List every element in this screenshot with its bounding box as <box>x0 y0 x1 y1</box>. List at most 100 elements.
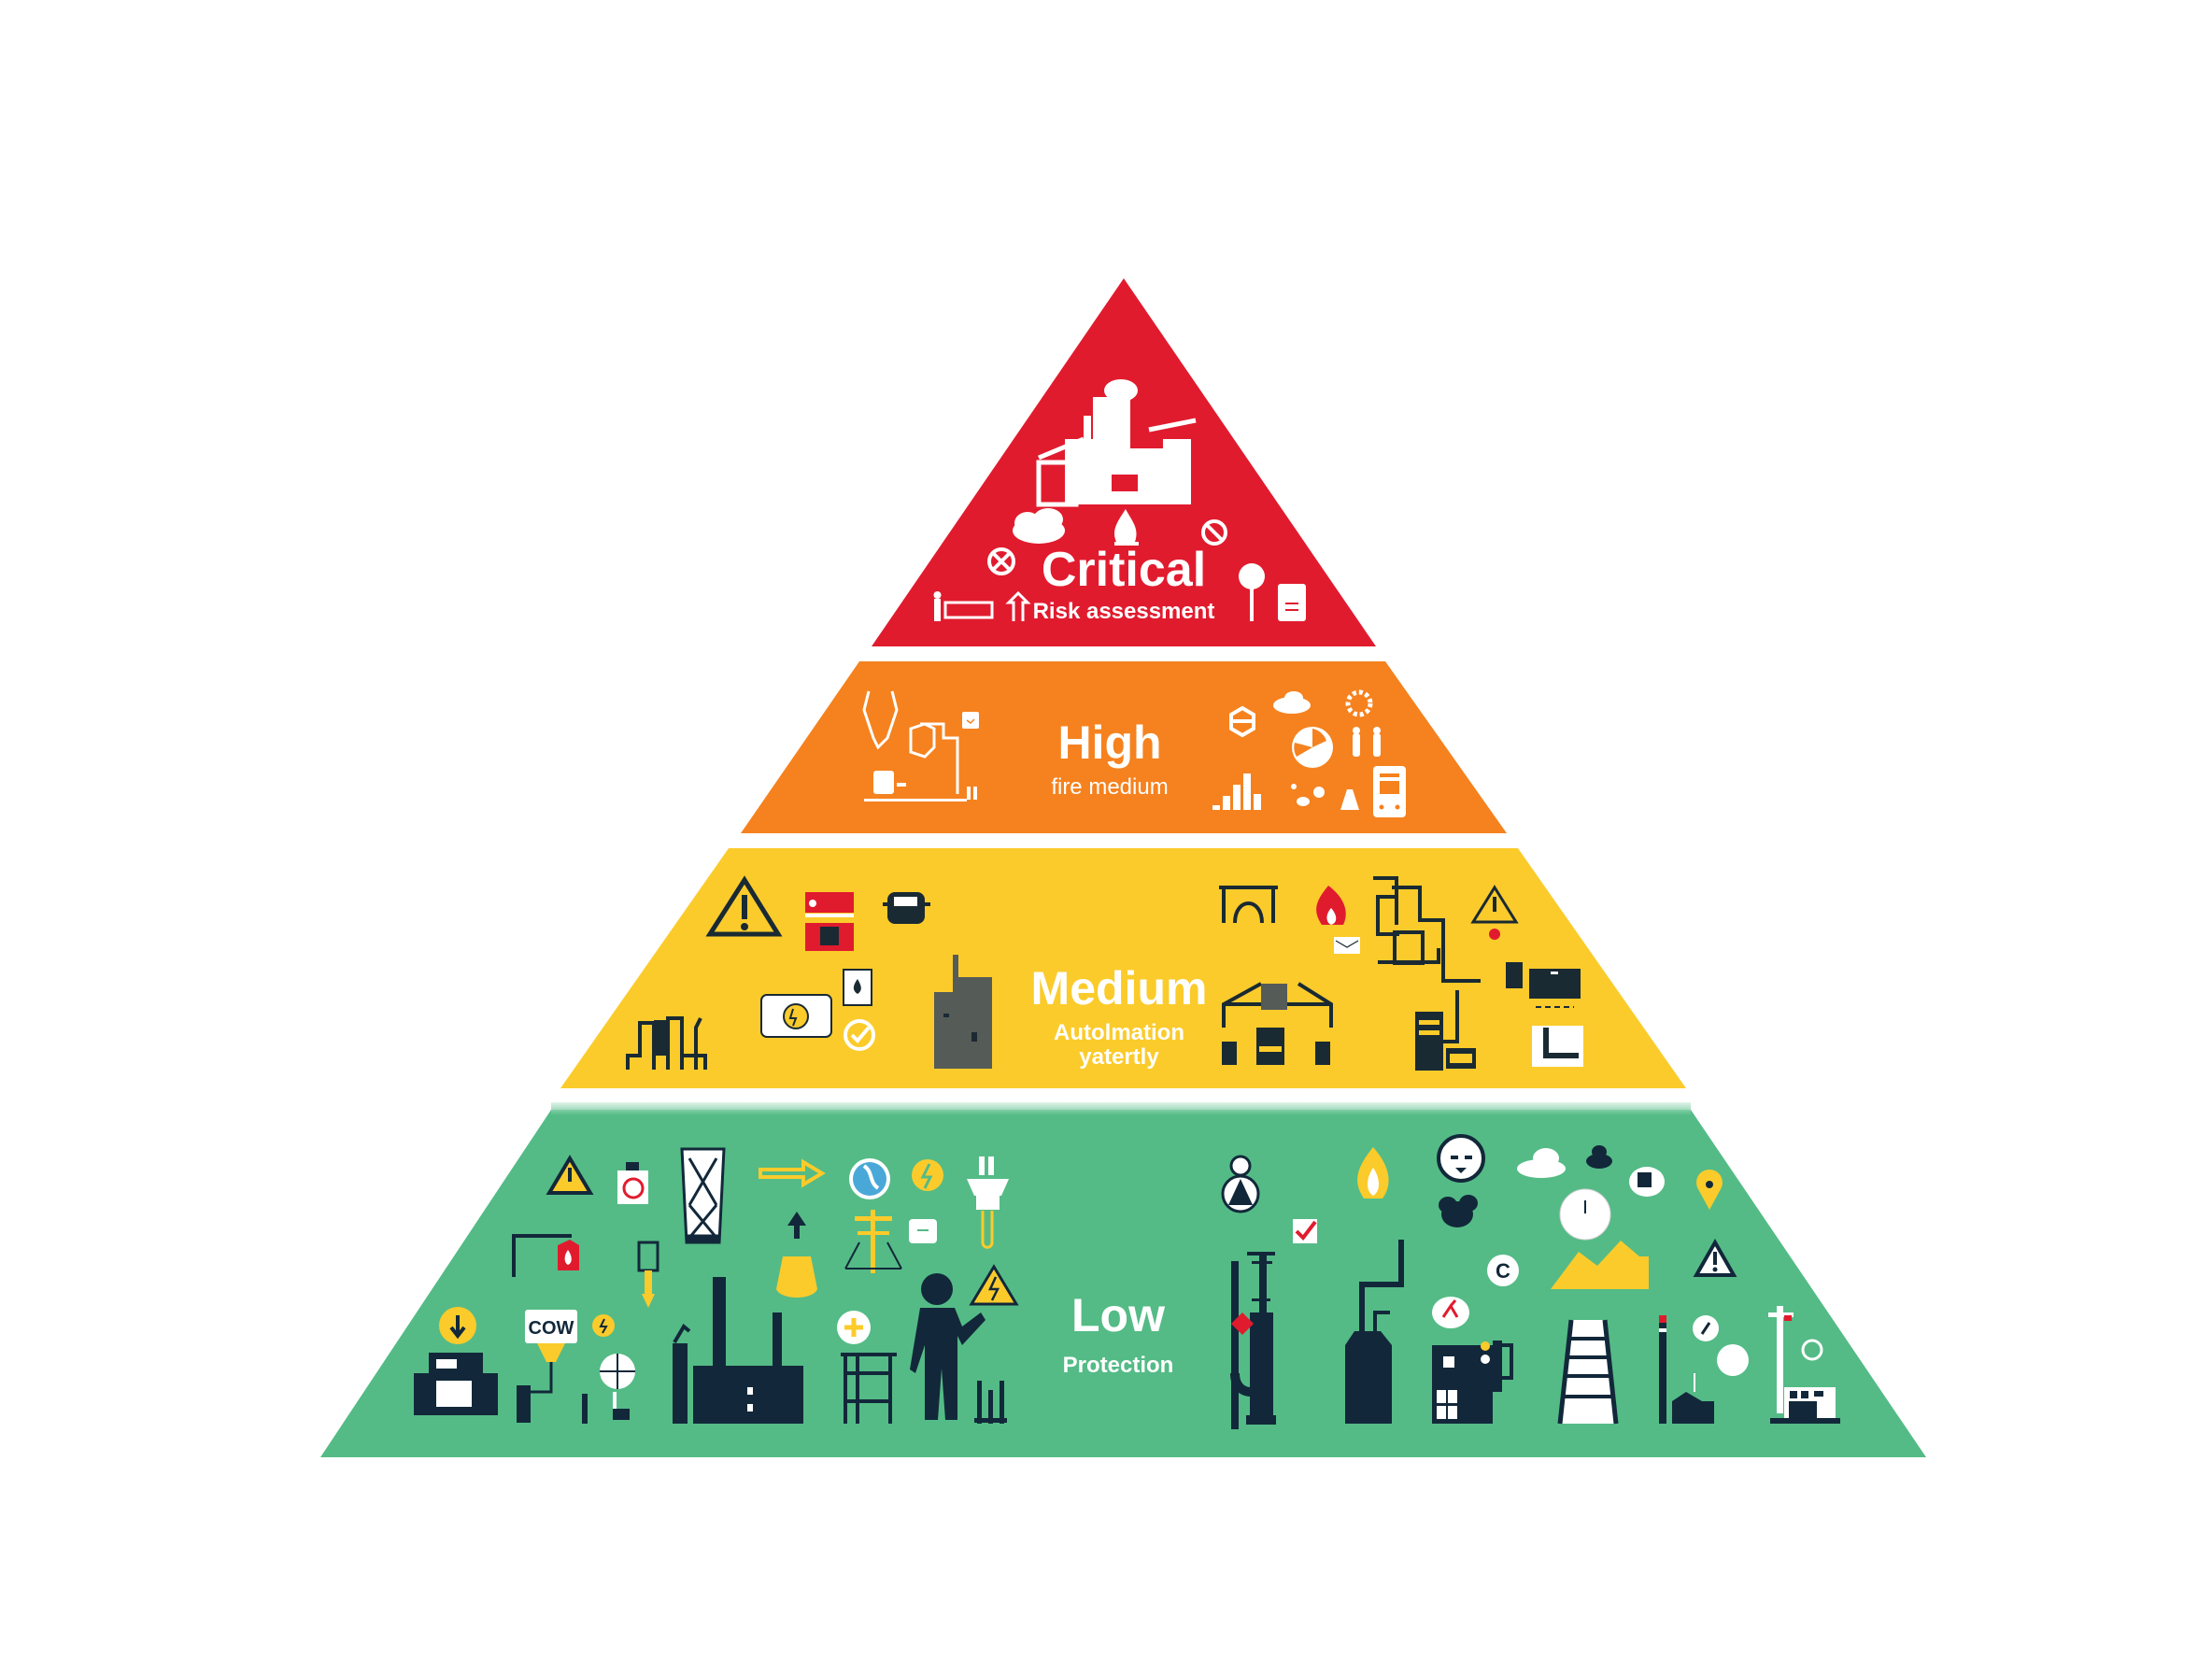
warning-icon <box>1470 885 1519 940</box>
fire-tag-icon <box>558 1240 579 1270</box>
cloud-icon <box>1517 1148 1566 1178</box>
download-icon <box>439 1307 476 1344</box>
fire-icon <box>1316 886 1346 925</box>
check-circle-icon <box>844 1019 875 1051</box>
tier-low-title: Low <box>1071 1289 1165 1341</box>
ladder-icon <box>1557 1319 1619 1425</box>
hazard-bubble-icon <box>1432 1297 1469 1328</box>
tier-medium-subtitle-line1: Autolmation <box>1054 1020 1184 1045</box>
face-icon <box>1437 1134 1485 1183</box>
tier-high <box>741 661 1507 833</box>
arrow-up-icon <box>1005 590 1031 621</box>
warning-icon <box>1693 1238 1737 1277</box>
tier-critical-title: Critical <box>1041 543 1207 597</box>
energy-badge-icon <box>912 1159 943 1191</box>
hexagon-icon <box>1229 705 1255 738</box>
no-smoking-sign-icon <box>617 1162 648 1204</box>
industrial-plant-icon <box>1036 379 1197 507</box>
fire-icon <box>1114 509 1139 546</box>
tier-high-label: High fire medium <box>1051 719 1168 800</box>
bars-icon <box>974 1381 1007 1424</box>
people-icon <box>1353 727 1381 757</box>
printer-icon <box>414 1353 498 1415</box>
gantry-icon <box>1222 982 1333 1065</box>
gear-icon <box>1345 689 1373 717</box>
flask-icon <box>1340 789 1359 810</box>
tier-critical-subtitle: Risk assessment <box>1032 599 1215 624</box>
cabinet-icon <box>934 955 992 1069</box>
pylon-icon <box>680 1147 726 1244</box>
tree-sign-icon <box>1239 563 1265 621</box>
tier-low-subtitle: Protection <box>1062 1353 1174 1378</box>
cow-sign: COW <box>517 1310 577 1423</box>
chimney-icon <box>1659 1315 1749 1424</box>
tier-high-subtitle: fire medium <box>1051 774 1169 800</box>
scale-icon <box>844 1210 902 1273</box>
tier-medium <box>560 848 1686 1088</box>
cloud-chart-icon <box>1273 691 1311 714</box>
generator-icon <box>805 892 854 951</box>
tier-medium-title: Medium <box>1030 962 1208 1014</box>
first-aid-icon <box>837 1311 871 1344</box>
helmet-icon <box>1219 886 1278 924</box>
lamp-post-icon <box>512 1234 572 1277</box>
chat-bubble-icon <box>962 712 979 729</box>
clipboard-icon <box>1278 584 1306 621</box>
cow-sign-text: COW <box>529 1318 574 1339</box>
plug-icon <box>967 1156 1009 1249</box>
tier-high-title: High <box>1057 716 1162 769</box>
flask-icon <box>776 1256 817 1298</box>
tier-medium-label: Medium Autolmation yatertly <box>1031 965 1208 1071</box>
high-voltage-sign-icon <box>760 994 832 1038</box>
bar-chart-icon <box>1212 773 1261 810</box>
monitor-icon <box>1529 969 1581 1008</box>
crane-icon <box>1768 1306 1840 1424</box>
smoke-icon <box>1439 1145 1612 1227</box>
crosshair-icon <box>582 1354 635 1424</box>
map-pin-icon <box>1696 1170 1723 1210</box>
copyright-glyph: C <box>1496 1259 1510 1283</box>
boiler-icon <box>1345 1240 1404 1424</box>
clock-icon <box>1559 1188 1611 1241</box>
mail-icon <box>1334 937 1360 954</box>
tier-critical <box>872 278 1376 646</box>
device-icon <box>1373 766 1406 817</box>
scaffold-icon <box>841 1353 897 1424</box>
vessel-icon <box>654 1020 669 1056</box>
chat-icon <box>909 1219 937 1243</box>
person-bench-icon <box>933 591 994 621</box>
flame-icon <box>1357 1147 1389 1199</box>
worker-icon <box>910 1273 985 1420</box>
avatar-icon <box>1221 1155 1260 1213</box>
valve-pipe-icon <box>862 690 959 794</box>
arrow-right-icon <box>759 1158 826 1188</box>
bolt-icon <box>592 1314 615 1337</box>
factory-icon <box>673 1277 803 1424</box>
high-voltage-icon <box>969 1264 1019 1306</box>
copyright-icon: C <box>1487 1255 1519 1286</box>
pie-chart-icon <box>1292 727 1333 768</box>
valve-icon <box>637 1241 659 1308</box>
tank-icon <box>864 771 977 802</box>
refinery-icon <box>1230 1252 1276 1429</box>
machine-icon <box>1415 962 1523 1071</box>
mountain-chart-icon <box>1551 1241 1649 1289</box>
tier-low: COW <box>320 1102 1926 1457</box>
no-entry-icon <box>1201 519 1227 546</box>
pot-icon <box>883 892 930 924</box>
building-icon <box>1432 1341 1513 1424</box>
warning-icon <box>705 875 783 937</box>
globe-icon <box>849 1158 890 1199</box>
cross-circle-icon <box>987 547 1015 575</box>
cloud-icon <box>1013 508 1065 544</box>
arrow-up-icon <box>787 1212 806 1239</box>
forklift-icon <box>1532 1026 1583 1067</box>
warning-icon <box>546 1155 594 1195</box>
flammable-sign-icon <box>843 969 872 1006</box>
sparkle-icon <box>1291 784 1325 806</box>
tier-low-label: Low Protection <box>1063 1292 1174 1378</box>
tier-critical-label: Critical Risk assessment <box>1033 546 1215 624</box>
checkbox-icon <box>1293 1219 1317 1243</box>
chip-cloud-icon <box>1629 1167 1665 1197</box>
